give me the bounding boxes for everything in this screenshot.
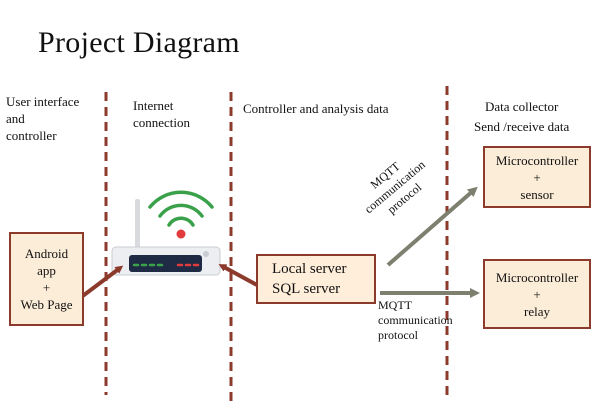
mc-relay-line-3: relay: [524, 303, 550, 319]
android-app-box: Android app + Web Page: [9, 232, 84, 326]
android-line-4: Web Page: [20, 297, 73, 312]
mc-relay-line-2: +: [533, 286, 541, 302]
column-internet-label: Internet connection: [133, 98, 191, 130]
local-server-box: Local server SQL server: [256, 254, 376, 304]
mc-relay-line-1: Microcontroller: [495, 269, 579, 285]
android-line-3: +: [42, 280, 51, 295]
arrow-android-to-router: [78, 265, 124, 300]
local-server-line-2: SQL server: [272, 281, 341, 297]
mc-sensor-line-3: sensor: [520, 186, 554, 202]
page-title: Project Diagram: [38, 26, 240, 59]
local-server-line-1: Local server: [272, 261, 347, 277]
mqtt-lower-label: MQTT communication protocol: [378, 298, 453, 342]
mc-sensor-line-1: Microcontroller: [495, 152, 579, 168]
microcontroller-relay-box: Microcontroller + relay: [483, 259, 591, 329]
android-line-1: Android: [24, 246, 69, 261]
arrow-server-to-sensor: [386, 186, 478, 267]
column-user-interface-label: User interface and controller: [6, 94, 80, 143]
android-line-2: app: [37, 263, 56, 278]
arrow-server-to-router: [218, 264, 258, 287]
mc-sensor-line-2: +: [533, 169, 541, 185]
wifi-router-icon: [111, 190, 221, 276]
column-controller-analysis-label: Controller and analysis data: [243, 101, 389, 116]
microcontroller-sensor-box: Microcontroller + sensor: [483, 146, 591, 208]
column-data-collector-label: Data collector Send /receive data: [474, 99, 570, 134]
